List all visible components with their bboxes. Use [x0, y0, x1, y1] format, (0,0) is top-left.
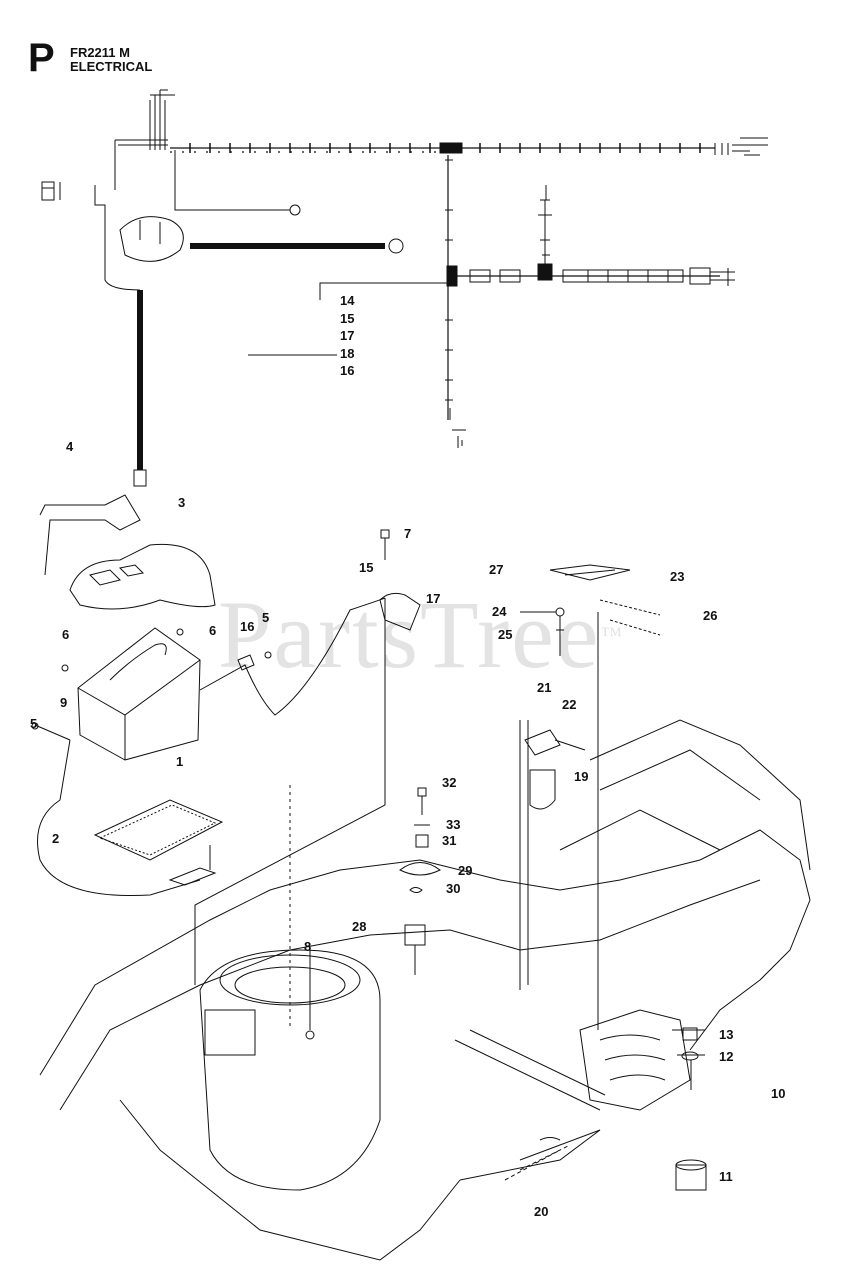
callout-27[interactable]: 27 — [489, 562, 504, 577]
callout-5[interactable]: 5 — [30, 716, 38, 731]
section-title: ELECTRICAL — [70, 59, 153, 74]
callout-14[interactable]: 14 — [340, 293, 355, 308]
callout-12[interactable]: 12 — [719, 1049, 734, 1064]
callout-10[interactable]: 10 — [771, 1086, 786, 1101]
watermark: PartsTree™ — [218, 581, 625, 688]
callout-15[interactable]: 15 — [340, 311, 355, 326]
callout-26[interactable]: 26 — [703, 608, 718, 623]
switch-components — [194, 529, 661, 1030]
section-letter: P — [28, 36, 55, 80]
callout-8[interactable]: 8 — [304, 939, 312, 954]
callout-4[interactable]: 4 — [66, 439, 74, 454]
model-number: FR2211 M — [70, 45, 130, 60]
callout-33[interactable]: 33 — [446, 817, 461, 832]
callout-6[interactable]: 6 — [62, 627, 70, 642]
callout-7[interactable]: 7 — [404, 526, 412, 541]
callout-18[interactable]: 18 — [340, 346, 355, 361]
callout-19[interactable]: 19 — [574, 769, 589, 784]
callout-11[interactable]: 11 — [719, 1169, 733, 1184]
callout-16[interactable]: 16 — [340, 363, 355, 378]
callout-3[interactable]: 3 — [178, 495, 186, 510]
wiring-harness — [41, 89, 768, 487]
callout-17[interactable]: 17 — [426, 591, 441, 606]
callout-6[interactable]: 6 — [209, 623, 217, 638]
callout-5[interactable]: 5 — [262, 610, 270, 625]
callout-16[interactable]: 16 — [240, 619, 255, 634]
callout-28[interactable]: 28 — [352, 919, 367, 934]
callout-24[interactable]: 24 — [492, 604, 507, 619]
callout-9[interactable]: 9 — [60, 695, 68, 710]
callout-29[interactable]: 29 — [458, 863, 473, 878]
callout-17[interactable]: 17 — [340, 328, 355, 343]
battery-assembly — [31, 494, 386, 897]
callout-25[interactable]: 25 — [498, 627, 513, 642]
callout-13[interactable]: 13 — [719, 1027, 734, 1042]
callout-2[interactable]: 2 — [52, 831, 60, 846]
callout-20[interactable]: 20 — [534, 1204, 549, 1219]
callout-22[interactable]: 22 — [562, 697, 577, 712]
callout-32[interactable]: 32 — [442, 775, 457, 790]
callout-23[interactable]: 23 — [670, 569, 685, 584]
callout-30[interactable]: 30 — [446, 881, 461, 896]
callout-15[interactable]: 15 — [359, 560, 374, 575]
callout-31[interactable]: 31 — [442, 833, 457, 848]
callout-21[interactable]: 21 — [537, 680, 552, 695]
callout-1[interactable]: 1 — [176, 754, 184, 769]
tractor-frame — [39, 719, 811, 1261]
